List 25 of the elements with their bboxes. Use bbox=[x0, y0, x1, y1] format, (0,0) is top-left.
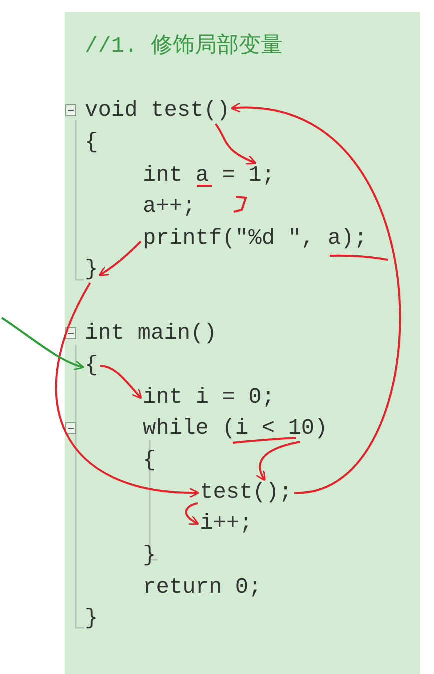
code-line: int main() bbox=[85, 321, 218, 347]
code-line: int i = 0; bbox=[143, 385, 276, 411]
arrow bbox=[55, 282, 200, 498]
code-line: printf("%d ", a); bbox=[143, 226, 368, 252]
code-line: } bbox=[143, 543, 156, 569]
code-line: { bbox=[85, 353, 98, 379]
code-line: } bbox=[85, 257, 98, 283]
arrow bbox=[1, 317, 85, 370]
code-line: void test() bbox=[85, 98, 230, 124]
code-line: } bbox=[85, 606, 98, 632]
code-line: return 0; bbox=[143, 575, 262, 601]
code-line: int a = 1; bbox=[143, 163, 276, 189]
arrow bbox=[230, 104, 401, 494]
arrow bbox=[98, 240, 142, 276]
code-line: a++; bbox=[143, 194, 196, 220]
code-line: test(); bbox=[200, 480, 292, 506]
arrow bbox=[214, 123, 257, 165]
code-comment: //1. 修饰局部变量 bbox=[85, 34, 284, 60]
arrow bbox=[100, 365, 142, 400]
arrow bbox=[256, 441, 300, 482]
code-line: while (i < 10) bbox=[143, 416, 328, 442]
code-line: { bbox=[143, 448, 156, 474]
arrow bbox=[185, 502, 200, 526]
code-line: i++; bbox=[200, 511, 253, 537]
code-line: { bbox=[85, 130, 98, 156]
